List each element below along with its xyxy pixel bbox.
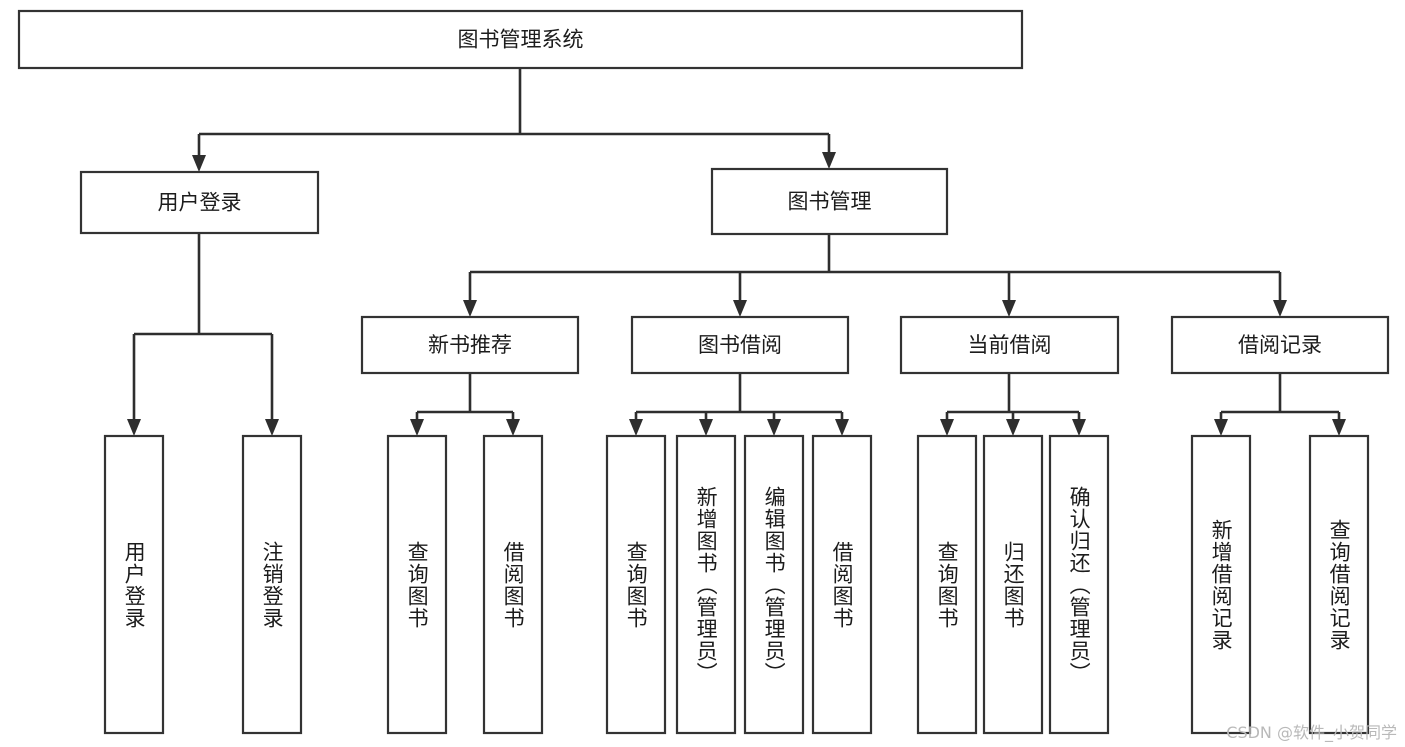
arrow-head-icon [265, 419, 279, 436]
node-box[interactable] [710, 167, 949, 236]
arrow-head-icon [767, 419, 781, 436]
node-box[interactable] [79, 170, 320, 235]
node-leaf-11[interactable] [1190, 434, 1252, 735]
node-leaf-3[interactable] [482, 434, 544, 735]
arrow-head-icon [410, 419, 424, 436]
node-box[interactable] [386, 434, 448, 735]
node-box[interactable] [630, 315, 850, 375]
arrow-head-icon [192, 155, 206, 172]
connector-layer [127, 68, 1346, 436]
arrow-head-icon [1072, 419, 1086, 436]
arrow-head-icon [1273, 300, 1287, 317]
node-box[interactable] [482, 434, 544, 735]
node-level1-1[interactable] [710, 167, 949, 236]
arrow-head-icon [1332, 419, 1346, 436]
node-leaf-6[interactable] [743, 434, 805, 735]
node-leaf-0[interactable] [103, 434, 165, 735]
node-box[interactable] [982, 434, 1044, 735]
node-level2-3[interactable] [1170, 315, 1390, 375]
arrow-head-icon [1006, 419, 1020, 436]
node-level1-0[interactable] [79, 170, 320, 235]
node-label-level2-0: 新书推荐 [428, 333, 512, 357]
node-leaf-12[interactable] [1308, 434, 1370, 735]
node-box[interactable] [743, 434, 805, 735]
node-box[interactable] [1308, 434, 1370, 735]
node-leaf-8[interactable] [916, 434, 978, 735]
node-box[interactable] [241, 434, 303, 735]
node-box[interactable] [899, 315, 1120, 375]
node-box[interactable] [1048, 434, 1110, 735]
node-box[interactable] [17, 9, 1024, 70]
node-leaf-1[interactable] [241, 434, 303, 735]
node-leaf-4[interactable] [605, 434, 667, 735]
node-box[interactable] [916, 434, 978, 735]
node-box[interactable] [1190, 434, 1252, 735]
arrow-head-icon [1002, 300, 1016, 317]
node-leaf-2[interactable] [386, 434, 448, 735]
node-leaf-7[interactable] [811, 434, 873, 735]
node-leaf-10[interactable] [1048, 434, 1110, 735]
node-level2-2[interactable] [899, 315, 1120, 375]
node-box[interactable] [605, 434, 667, 735]
node-box-layer [17, 9, 1390, 735]
node-level2-1[interactable] [630, 315, 850, 375]
node-box[interactable] [103, 434, 165, 735]
arrow-head-icon [822, 152, 836, 169]
arrow-head-icon [699, 419, 713, 436]
node-level2-0[interactable] [360, 315, 580, 375]
node-box[interactable] [811, 434, 873, 735]
node-root-0[interactable] [17, 9, 1024, 70]
node-box[interactable] [675, 434, 737, 735]
node-label-level2-2: 当前借阅 [968, 333, 1052, 357]
node-label-root-0: 图书管理系统 [458, 28, 584, 52]
arrow-head-icon [835, 419, 849, 436]
node-label-level1-0: 用户登录 [158, 191, 242, 215]
node-box[interactable] [360, 315, 580, 375]
node-label-level2-1: 图书借阅 [698, 333, 782, 357]
arrow-head-icon [1214, 419, 1228, 436]
arrow-head-icon [940, 419, 954, 436]
node-leaf-9[interactable] [982, 434, 1044, 735]
arrow-head-icon [127, 419, 141, 436]
node-label-level2-3: 借阅记录 [1238, 333, 1322, 357]
arrow-head-icon [463, 300, 477, 317]
node-leaf-5[interactable] [675, 434, 737, 735]
arrow-head-icon [733, 300, 747, 317]
arrow-head-icon [506, 419, 520, 436]
arrow-head-icon [629, 419, 643, 436]
node-box[interactable] [1170, 315, 1390, 375]
node-label-level1-1: 图书管理 [788, 190, 872, 214]
